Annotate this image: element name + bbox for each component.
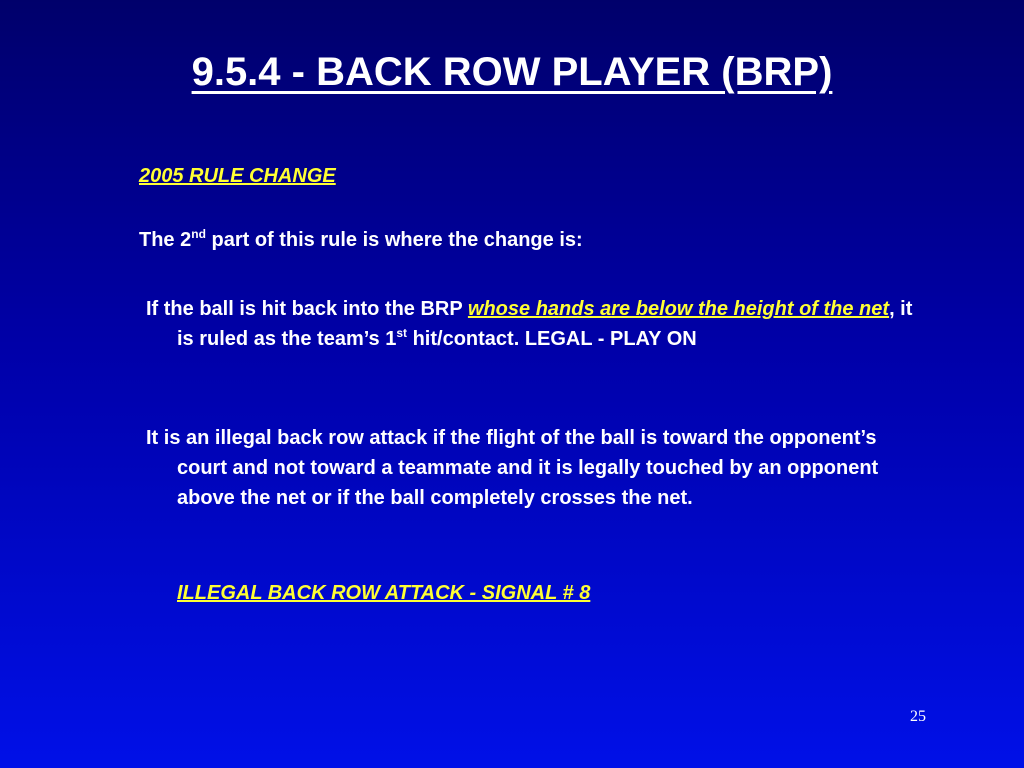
bullet-illegal-attack: It is an illegal back row attack if the …: [146, 427, 879, 509]
bullet1-superscript: st: [396, 326, 408, 340]
signal-label: ILLEGAL BACK ROW ATTACK - SIGNAL # 8: [177, 582, 591, 604]
bullet1-highlight: whose hands are below the height of the …: [467, 298, 890, 320]
intro-superscript: nd: [191, 227, 206, 241]
intro-before: The 2: [139, 229, 192, 251]
intro-text: The 2nd part of this rule is where the c…: [139, 227, 583, 252]
bullet1-text-3: hit/contact. LEGAL - PLAY ON: [407, 328, 697, 350]
bullet1-text-2: , it is ruled as the team’s 1: [177, 298, 913, 350]
bullet-legal-play: If the ball is hit back into the BRP who…: [146, 294, 917, 354]
slide-title: 9.5.4 - BACK ROW PLAYER (BRP): [191, 50, 833, 94]
page-number: 25: [910, 708, 926, 725]
rule-change-heading: 2005 RULE CHANGE: [139, 165, 336, 187]
bullet1-text-1: If the ball is hit back into the BRP: [146, 298, 468, 320]
intro-after: part of this rule is where the change is…: [205, 229, 583, 251]
